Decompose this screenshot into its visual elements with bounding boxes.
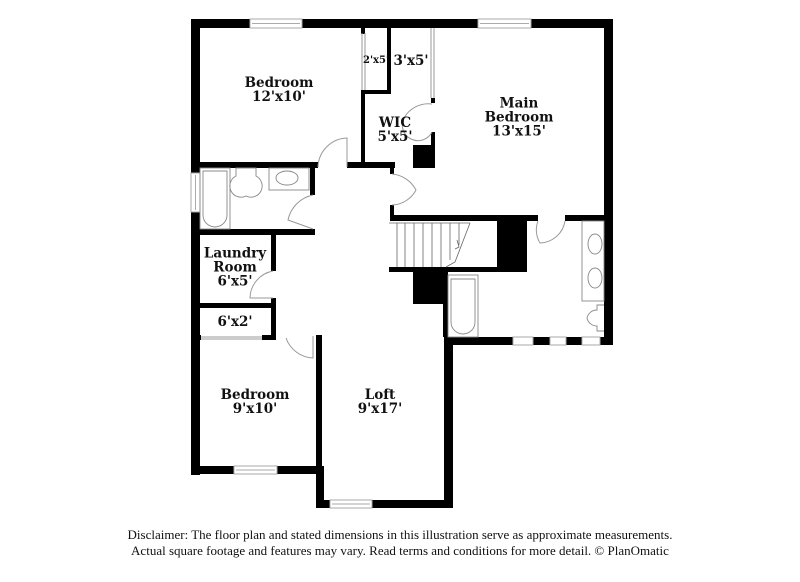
room-name: Loft [364, 386, 396, 403]
window-main-bath-1 [512, 336, 534, 346]
room-dimensions: 3'x5' [393, 52, 429, 69]
room-dimensions: 6'x2' [217, 313, 253, 330]
fixtures [199, 167, 605, 338]
room-label-closet-6x2: 6'x2' [217, 315, 252, 329]
room-name: WIC [378, 114, 412, 131]
doors [201, 28, 566, 359]
room-name-line1: Laundry [203, 245, 267, 262]
window-main-bath-2 [549, 336, 567, 346]
room-dimensions: 6'x5' [217, 274, 253, 291]
disclaimer-line-1: Disclaimer: The floor plan and stated di… [127, 527, 673, 542]
window-main-bath-3 [581, 336, 601, 346]
room-label-main-bedroom: Main Bedroom 13'x15' [485, 97, 554, 140]
room-label-wic: WIC 5'x5' [377, 114, 413, 145]
disclaimer-line-2: Actual square footage and features may v… [131, 543, 669, 558]
room-dimensions: 5'x5' [377, 129, 413, 145]
room-name: Bedroom [220, 386, 290, 403]
walls [191, 19, 613, 508]
room-dimensions: 9'x10' [232, 401, 278, 417]
room-name-line1: Main [499, 95, 539, 112]
room-dimensions: 2'x5' [362, 54, 390, 66]
room-name-line2: Bedroom [484, 109, 554, 126]
room-label-laundry: Laundry Room 6'x5' [204, 247, 266, 290]
floor-plan [190, 18, 613, 509]
room-label-loft: Loft 9'x17' [357, 386, 403, 417]
stairs [389, 222, 471, 268]
room-dimensions: 12'x10' [252, 89, 306, 105]
room-label-bedroom-2: Bedroom 9'x10' [220, 386, 290, 417]
room-label-closet-3x5: 3'x5' [393, 54, 428, 68]
room-label-bedroom-1: Bedroom 12'x10' [244, 74, 314, 105]
disclaimer: Disclaimer: The floor plan and stated di… [0, 527, 800, 559]
room-name: Bedroom [244, 74, 314, 91]
room-name-line2: Room [213, 259, 257, 276]
windows [190, 18, 601, 509]
room-dimensions: 13'x15' [492, 124, 546, 141]
room-label-closet-2x5: 2'x5' [362, 54, 390, 67]
room-dimensions: 9'x17' [357, 401, 403, 417]
